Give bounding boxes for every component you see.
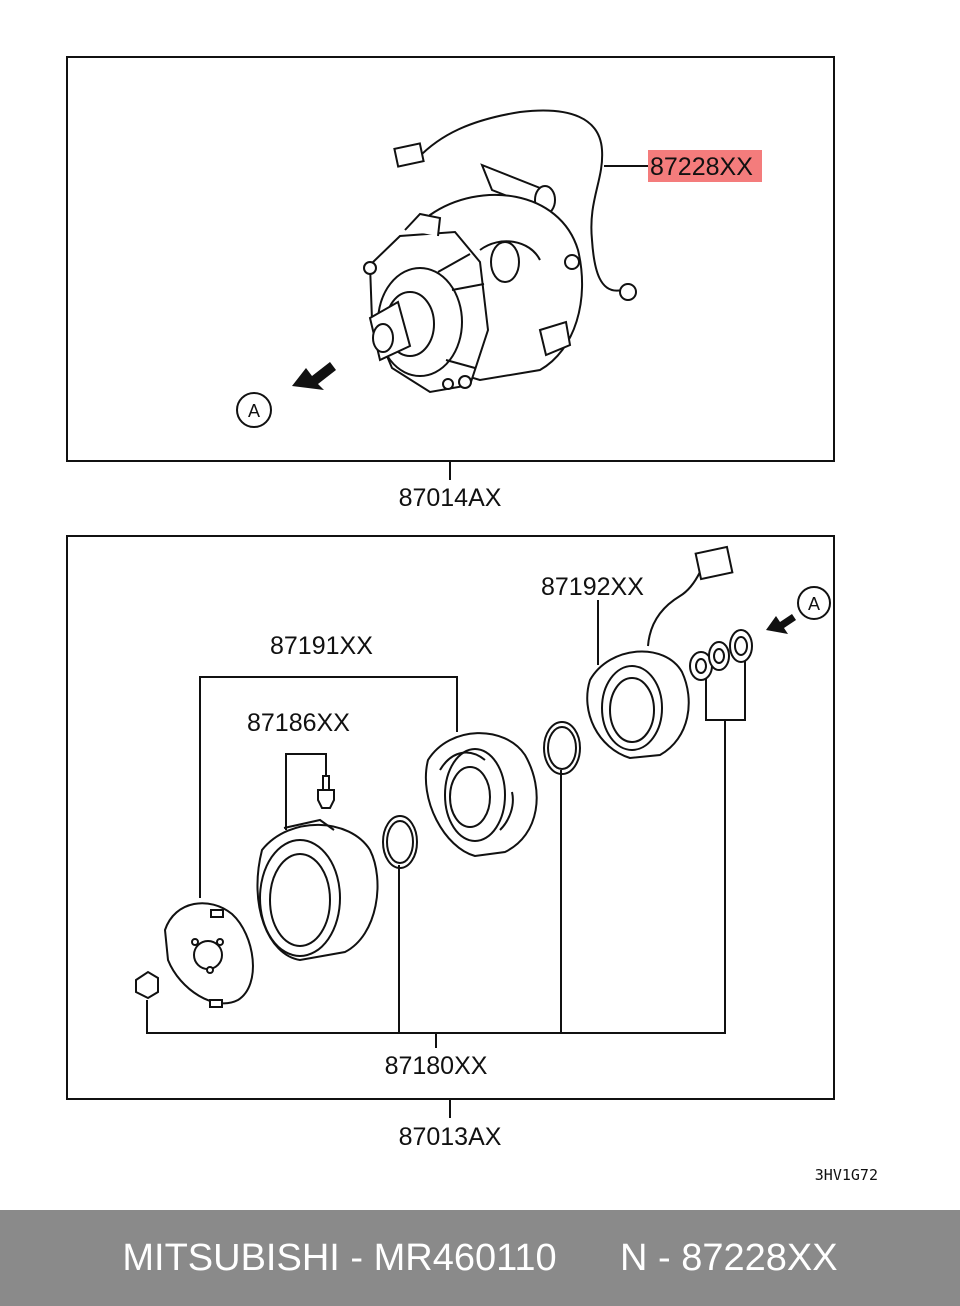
parts-diagram: A 87228XX 87014AX <box>66 56 878 1184</box>
clutch-parts <box>135 545 753 1008</box>
view-a-callout-top: A <box>236 392 272 428</box>
harness-label: 87228XX <box>650 153 753 181</box>
clutch-assembly-label: 87013AX <box>399 1123 502 1151</box>
clutch-kit-label: 87180XX <box>385 1052 488 1080</box>
view-a-callout-bottom: A <box>797 586 831 620</box>
highlight-box <box>648 150 762 182</box>
field-coil-label: 87192XX <box>541 573 644 601</box>
direction-arrow <box>292 362 336 390</box>
svg-text:A: A <box>248 401 260 421</box>
pulley-bolt-label: 87186XX <box>247 709 350 737</box>
compressor-assembly-label: 87014AX <box>399 484 502 512</box>
direction-arrow-bottom <box>766 614 796 634</box>
drawing-code: 3HV1G72 <box>815 1166 878 1184</box>
footer-text: MITSUBISHI - MR460110 N - 87228XX <box>122 1236 838 1279</box>
footer-bar: MITSUBISHI - MR460110 N - 87228XX <box>0 1210 960 1306</box>
compressor-drawing <box>363 109 637 394</box>
svg-text:A: A <box>808 594 820 614</box>
pulley-group-label: 87191XX <box>270 632 373 660</box>
clutch-leader-lines <box>146 600 746 1048</box>
